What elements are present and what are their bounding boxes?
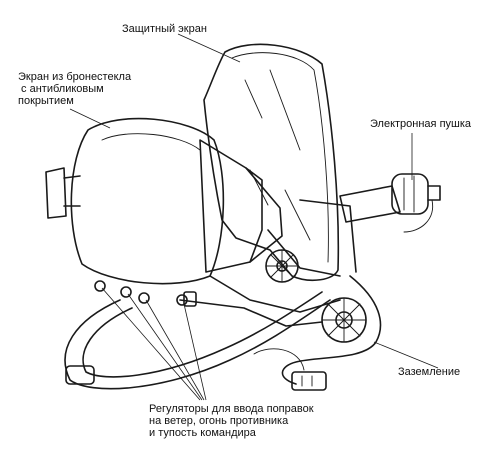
label-electron-gun: Электронная пушка — [370, 118, 472, 130]
leader-lines — [69, 33, 439, 401]
label-grounding: Заземление — [398, 366, 461, 378]
crt-screen — [45, 117, 225, 285]
control-knobs — [94, 280, 197, 307]
ground-plug — [291, 371, 327, 391]
mounting-frame — [179, 199, 357, 327]
transport-wheel — [321, 297, 367, 343]
label-protective-screen: Защитный экран — [122, 23, 207, 35]
crt-funnel — [199, 139, 283, 273]
electron-gun — [339, 173, 441, 233]
label-controls: Регуляторы для ввода поправок на ветер, … — [149, 403, 314, 439]
grounding-cable — [253, 275, 382, 391]
label-armored-glass-screen: Экран из бронестекла с антибликовым покр… — [18, 71, 132, 107]
gear-wheel — [265, 249, 299, 283]
shoulder-strap — [64, 291, 331, 390]
side-handle — [45, 167, 67, 219]
strap-buckle — [65, 365, 95, 385]
protective-screen — [203, 43, 340, 282]
